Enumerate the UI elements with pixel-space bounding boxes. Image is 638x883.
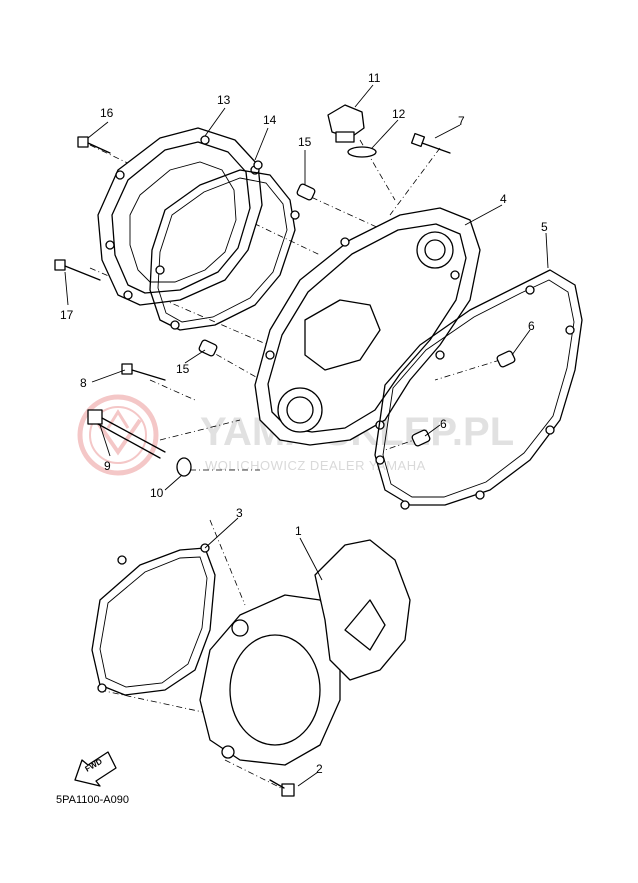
callout-2: 2: [316, 762, 323, 776]
part-3-gasket: [91, 543, 216, 696]
part-11-filler-plug: [327, 104, 365, 143]
callout-6-upper: 6: [528, 319, 535, 333]
part-15-dowel-upper: [296, 183, 316, 201]
watermark-subtitle: WOLICHOWICZ DEALER YAMAHA: [205, 458, 426, 473]
callout-5: 5: [541, 220, 548, 234]
callout-4: 4: [500, 192, 507, 206]
part-8-bolt: [121, 363, 166, 381]
fwd-arrow-icon: FWD: [74, 751, 117, 787]
part-10-washer: [176, 457, 192, 477]
drawing-code: 5PA1100-A090: [56, 794, 129, 806]
callout-15-upper: 15: [298, 135, 312, 149]
callout-16: 16: [100, 106, 114, 120]
callout-17: 17: [60, 308, 74, 322]
part-12-o-ring: [347, 146, 377, 158]
part-6-dowel-upper: [496, 350, 516, 368]
callout-6-lower: 6: [440, 417, 447, 431]
callout-14: 14: [263, 113, 277, 127]
part-4-crankcase-cover: [254, 207, 481, 446]
callout-15-lower: 15: [176, 362, 190, 376]
part-5-gasket: [374, 269, 583, 510]
callout-13: 13: [217, 93, 231, 107]
callout-11: 11: [368, 71, 381, 85]
callout-leaders: [64, 84, 549, 787]
callout-1: 1: [295, 524, 302, 538]
callout-9: 9: [104, 459, 111, 473]
callout-labels: 1 2 3 4 5 6 6 7 8 9 10 11 12 13 14 15 15…: [60, 71, 548, 776]
part-14-gasket: [149, 160, 300, 331]
part-16-bolt: [77, 136, 111, 154]
part-7-bolt: [410, 132, 451, 154]
callout-12: 12: [392, 107, 406, 121]
callout-8: 8: [80, 376, 87, 390]
part-9-long-bolt: [87, 409, 166, 459]
callout-10: 10: [150, 486, 164, 500]
part-1-lower-cover: [199, 539, 411, 766]
callout-7: 7: [458, 114, 465, 128]
part-6-dowel-lower: [411, 429, 431, 447]
part-15-dowel-lower: [198, 339, 218, 357]
watermark-logo: [77, 394, 159, 476]
callout-3: 3: [236, 506, 243, 520]
part-2-bolt: [269, 779, 295, 797]
part-17-bolt: [54, 259, 101, 281]
part-13-clutch-cover: [97, 127, 263, 306]
